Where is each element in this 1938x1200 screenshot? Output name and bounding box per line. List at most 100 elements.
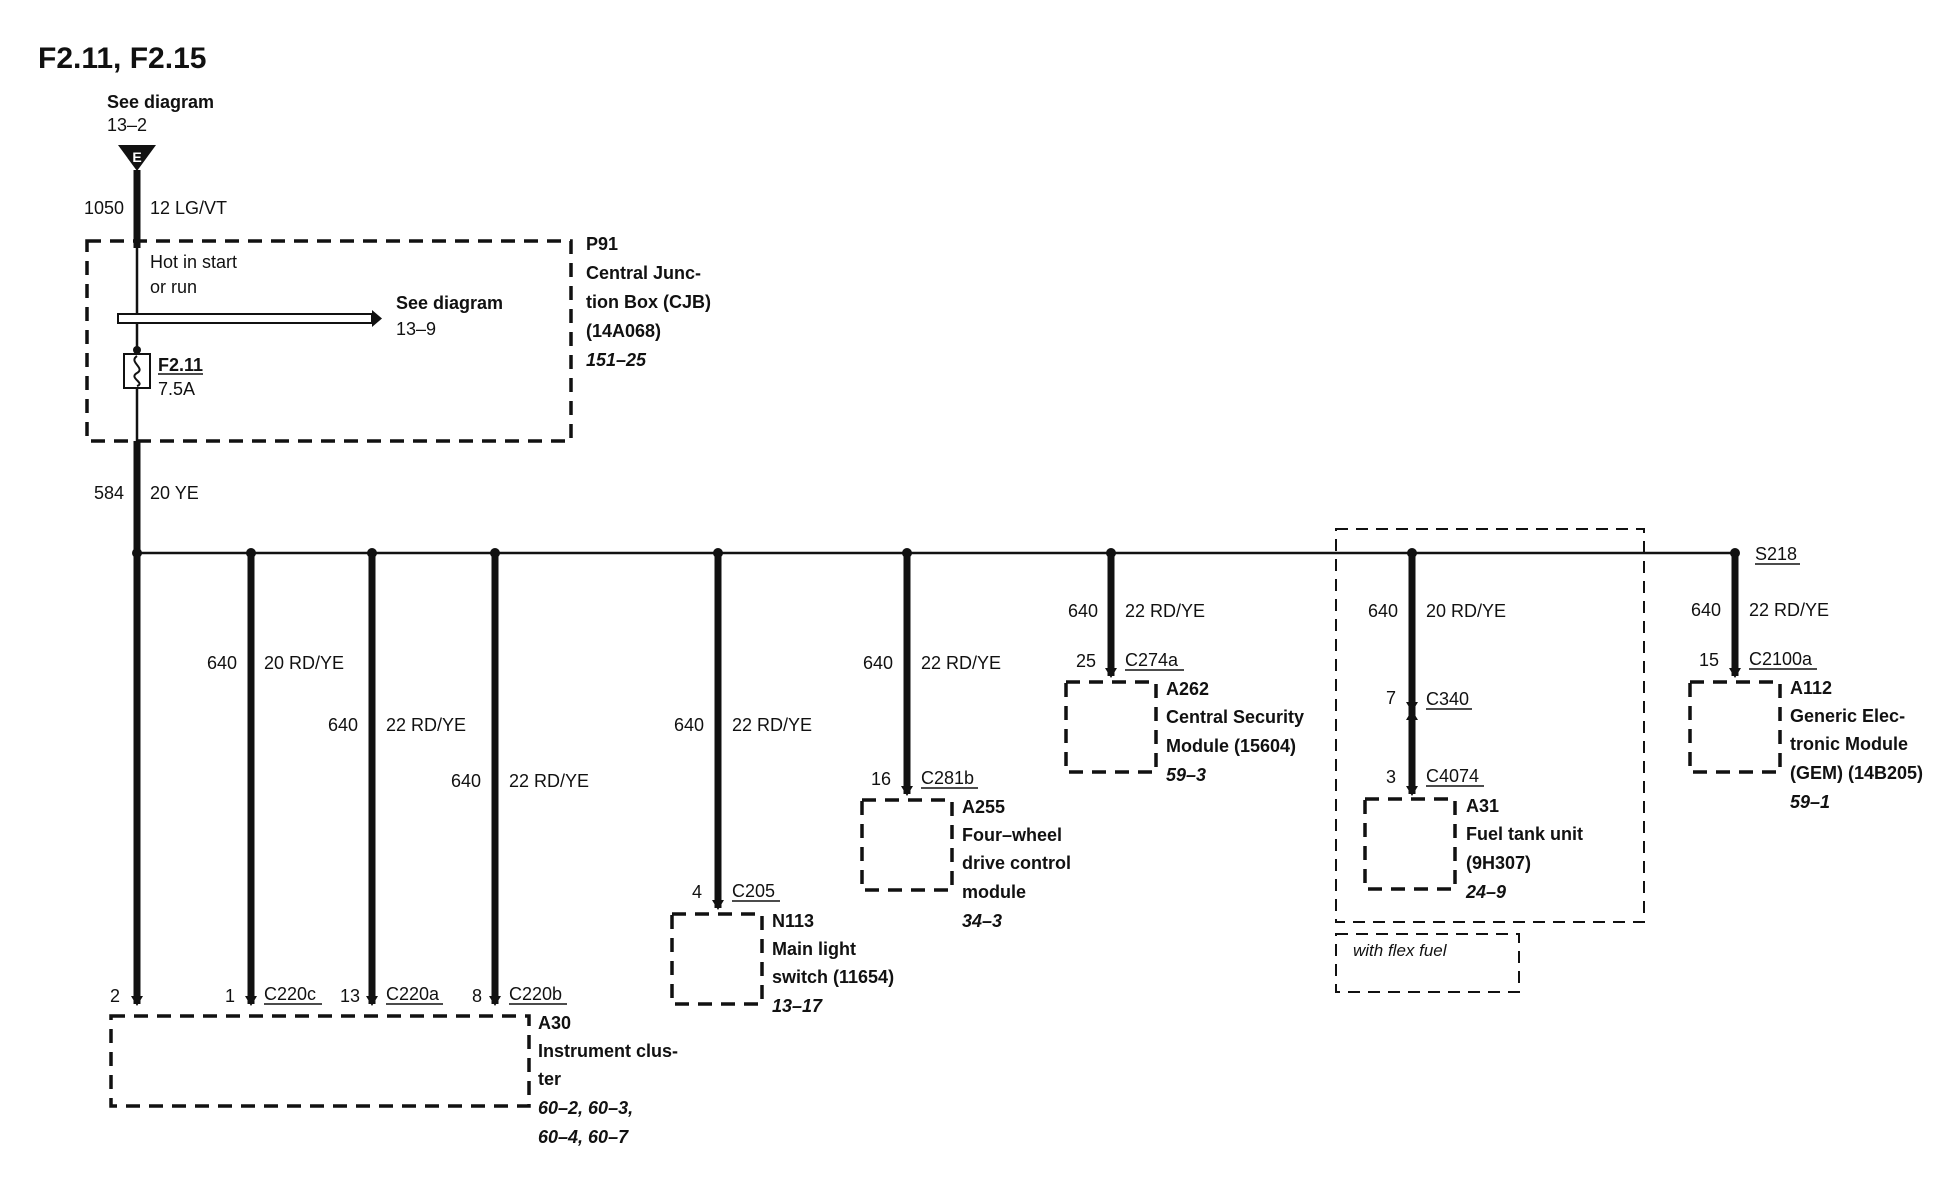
feed-wire-circuit: 1050 <box>84 198 124 218</box>
a112-id: A112 <box>1790 678 1832 698</box>
n113-id: N113 <box>772 911 814 931</box>
branch-connector-mid: C340 <box>1426 689 1469 709</box>
branch-pin: 8 <box>472 986 482 1006</box>
branch-c4074: 640 20 RD/YE 7 C340 3 C4074 <box>1368 553 1506 796</box>
n113-ref: 13–17 <box>772 996 823 1016</box>
a255-line3: module <box>962 882 1026 902</box>
branch-connector: C2100a <box>1749 649 1813 669</box>
flex-fuel-note-box <box>1335 933 1520 993</box>
n113-line2: switch (11654) <box>772 967 894 987</box>
branch-connector: C220b <box>509 984 562 1004</box>
pin-arrow-icon <box>489 996 501 1006</box>
pin-arrow-icon <box>712 900 724 910</box>
fuse-name: F2.11 <box>158 355 203 375</box>
branch-pin: 25 <box>1076 651 1096 671</box>
bus-bar <box>117 313 373 324</box>
out-wire-circuit: 584 <box>94 483 124 503</box>
n113-outline <box>670 912 764 1006</box>
branch-circuit: 640 <box>1368 601 1398 621</box>
component-n113: N113 Main light switch (11654) 13–17 <box>670 911 894 1016</box>
splice-label: S218 <box>1755 544 1797 564</box>
fuse-element-icon <box>133 355 141 387</box>
cjb-see-label: See diagram <box>396 293 503 313</box>
branch-gauge: 22 RD/YE <box>921 653 1001 673</box>
branch-pin: 13 <box>340 986 360 1006</box>
flex-fuel-note: with flex fuel <box>1353 941 1448 960</box>
source-see-label: See diagram <box>107 92 214 112</box>
cjb-hot-line2: or run <box>150 277 197 297</box>
a31-line2: (9H307) <box>1466 853 1531 873</box>
branch-circuit: 640 <box>1068 601 1098 621</box>
a30-line2: ter <box>538 1069 561 1089</box>
a255-id: A255 <box>962 797 1005 817</box>
branch-gauge: 22 RD/YE <box>509 771 589 791</box>
branch-c220c: 640 20 RD/YE 1 C220c <box>207 553 344 1006</box>
branch-circuit: 640 <box>863 653 893 673</box>
cjb-id: P91 <box>586 234 618 254</box>
branch-pin: 1 <box>225 986 235 1006</box>
branch-gauge: 20 RD/YE <box>264 653 344 673</box>
pin-arrow-icon <box>1729 668 1741 678</box>
diagram-title: F2.11, F2.15 <box>38 42 206 75</box>
pin-arrow-icon <box>131 996 143 1006</box>
a262-line2: Module (15604) <box>1166 736 1296 756</box>
a255-line2: drive control <box>962 853 1071 873</box>
branch-c274a: 640 22 RD/YE 25 C274a <box>1068 553 1205 678</box>
a31-ref: 24–9 <box>1465 882 1506 902</box>
a30-id: A30 <box>538 1013 571 1033</box>
a262-outline <box>1064 680 1158 774</box>
main-pin: 2 <box>110 986 120 1006</box>
pin-arrow-icon <box>366 996 378 1006</box>
bus-bar-arrow-icon <box>372 310 382 327</box>
branch-c205: 640 22 RD/YE 4 C205 <box>674 553 812 910</box>
flex-fuel-group <box>1335 528 1645 923</box>
cjb-name-line1: Central Junc- <box>586 263 701 283</box>
a31-outline <box>1363 797 1457 891</box>
branch-circuit: 640 <box>451 771 481 791</box>
a262-line1: Central Security <box>1166 707 1304 727</box>
out-wire-gauge: 20 YE <box>150 483 199 503</box>
a112-line3: (GEM) (14B205) <box>1790 763 1923 783</box>
component-a255: A255 Four–wheel drive control module 34–… <box>860 797 1071 931</box>
branch-pin: 4 <box>692 882 702 902</box>
branch-connector: C220c <box>264 984 316 1004</box>
branch-gauge: 20 RD/YE <box>1426 601 1506 621</box>
cjb-outline <box>85 239 573 443</box>
a255-ref: 34–3 <box>962 911 1002 931</box>
branch-gauge: 22 RD/YE <box>732 715 812 735</box>
branch-circuit: 640 <box>207 653 237 673</box>
component-a31: A31 Fuel tank unit (9H307) 24–9 <box>1363 796 1583 902</box>
pin-arrow-icon <box>901 786 913 796</box>
component-a262: A262 Central Security Module (15604) 59–… <box>1064 679 1304 785</box>
branch-c2100a: 640 22 RD/YE 15 C2100a <box>1691 553 1829 678</box>
cjb-see-ref: 13–9 <box>396 319 436 339</box>
branch-circuit: 640 <box>674 715 704 735</box>
branch-c220a: 640 22 RD/YE 13 C220a <box>328 553 466 1006</box>
component-a30: A30 Instrument clus- ter 60–2, 60–3, 60–… <box>109 1013 678 1147</box>
branch-connector: C220a <box>386 984 440 1004</box>
branch-connector: C4074 <box>1426 766 1479 786</box>
branch-gauge: 22 RD/YE <box>1125 601 1205 621</box>
a255-line1: Four–wheel <box>962 825 1062 845</box>
a30-ref1: 60–2, 60–3, <box>538 1098 633 1118</box>
source-connector: See diagram 13–2 E <box>107 92 214 171</box>
cjb-hot-line1: Hot in start <box>150 252 237 272</box>
pin-arrow-icon <box>1105 668 1117 678</box>
branch-pin: 16 <box>871 769 891 789</box>
cjb-name-line2: tion Box (CJB) <box>586 292 711 312</box>
branch-connector: C281b <box>921 768 974 788</box>
pin-arrow-icon <box>1406 702 1418 712</box>
branch-connector: C274a <box>1125 650 1179 670</box>
a31-id: A31 <box>1466 796 1499 816</box>
branch-c281b: 640 22 RD/YE 16 C281b <box>863 553 1001 796</box>
a112-line2: tronic Module <box>1790 734 1908 754</box>
branch-pin: 3 <box>1386 767 1396 787</box>
source-connector-letter: E <box>132 149 141 165</box>
a112-ref: 59–1 <box>1790 792 1830 812</box>
component-a112: A112 Generic Elec- tronic Module (GEM) (… <box>1688 678 1923 812</box>
a31-line1: Fuel tank unit <box>1466 824 1583 844</box>
cjb-ref: 151–25 <box>586 350 647 370</box>
branch-circuit: 640 <box>328 715 358 735</box>
branch-c220b: 640 22 RD/YE 8 C220b <box>451 553 589 1006</box>
a112-line1: Generic Elec- <box>1790 706 1905 726</box>
